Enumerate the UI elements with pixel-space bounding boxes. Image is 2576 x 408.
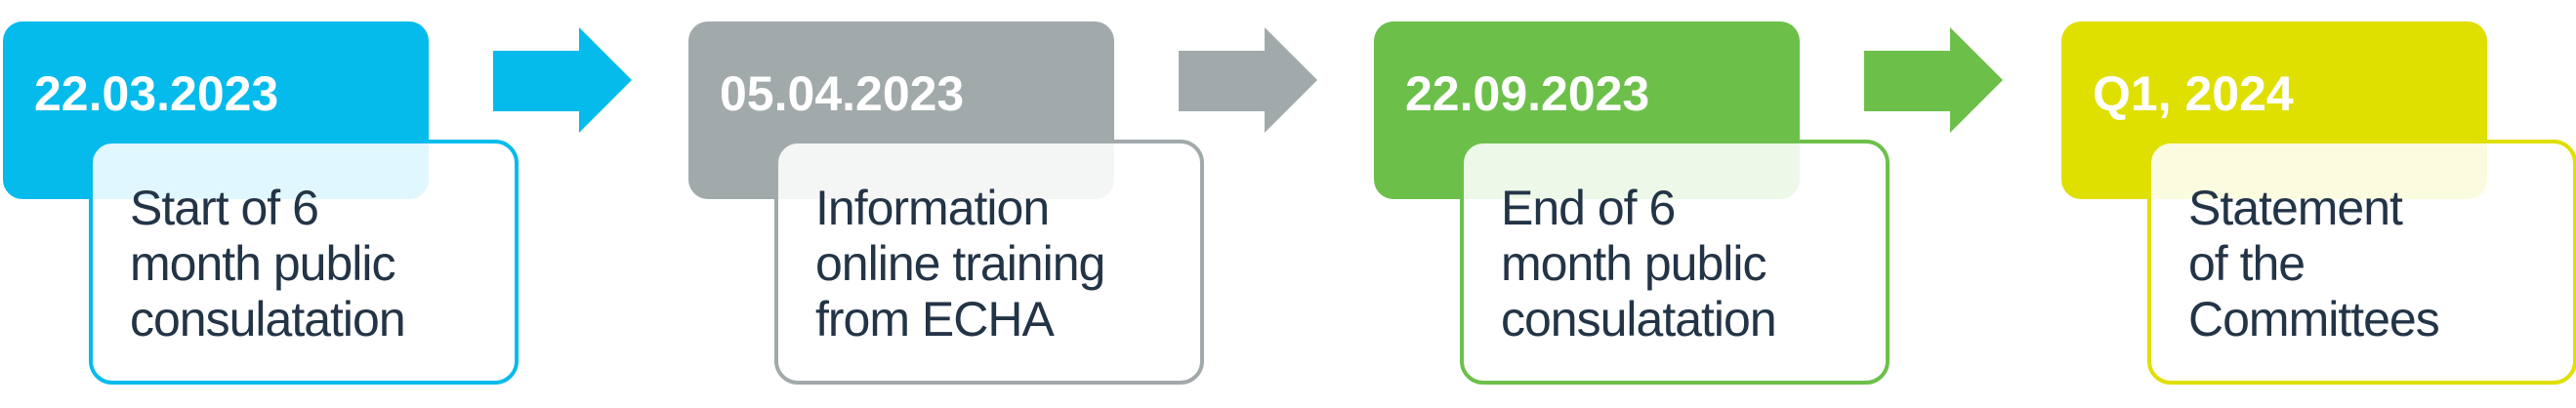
description-box: Start of 6 month public consulatation (89, 140, 519, 385)
description-box: Information online training from ECHA (774, 140, 1204, 385)
timeline-stage-2: 05.04.2023 Information online training f… (688, 0, 1374, 408)
arrow-right-icon (493, 27, 632, 133)
stage-description: Information online training from ECHA (815, 181, 1105, 347)
description-box: Statement of the Committees (2147, 140, 2576, 385)
description-box: End of 6 month public consulatation (1460, 140, 1890, 385)
stage-description: End of 6 month public consulatation (1501, 181, 1777, 347)
stage-date: Q1, 2024 (2093, 66, 2294, 121)
timeline-stage-4: Q1, 2024 Statement of the Committees (2061, 0, 2576, 408)
stage-description: Statement of the Committees (2188, 181, 2440, 347)
stage-date: 22.03.2023 (34, 66, 279, 121)
arrow-right-icon (1864, 27, 2003, 133)
timeline-stage-1: 22.03.2023 Start of 6 month public consu… (3, 0, 688, 408)
stage-description: Start of 6 month public consulatation (130, 181, 406, 347)
stage-date: 22.09.2023 (1405, 66, 1650, 121)
arrow-right-icon (1179, 27, 1317, 133)
timeline-stage-3: 22.09.2023 End of 6 month public consula… (1374, 0, 2059, 408)
stage-date: 05.04.2023 (720, 66, 965, 121)
